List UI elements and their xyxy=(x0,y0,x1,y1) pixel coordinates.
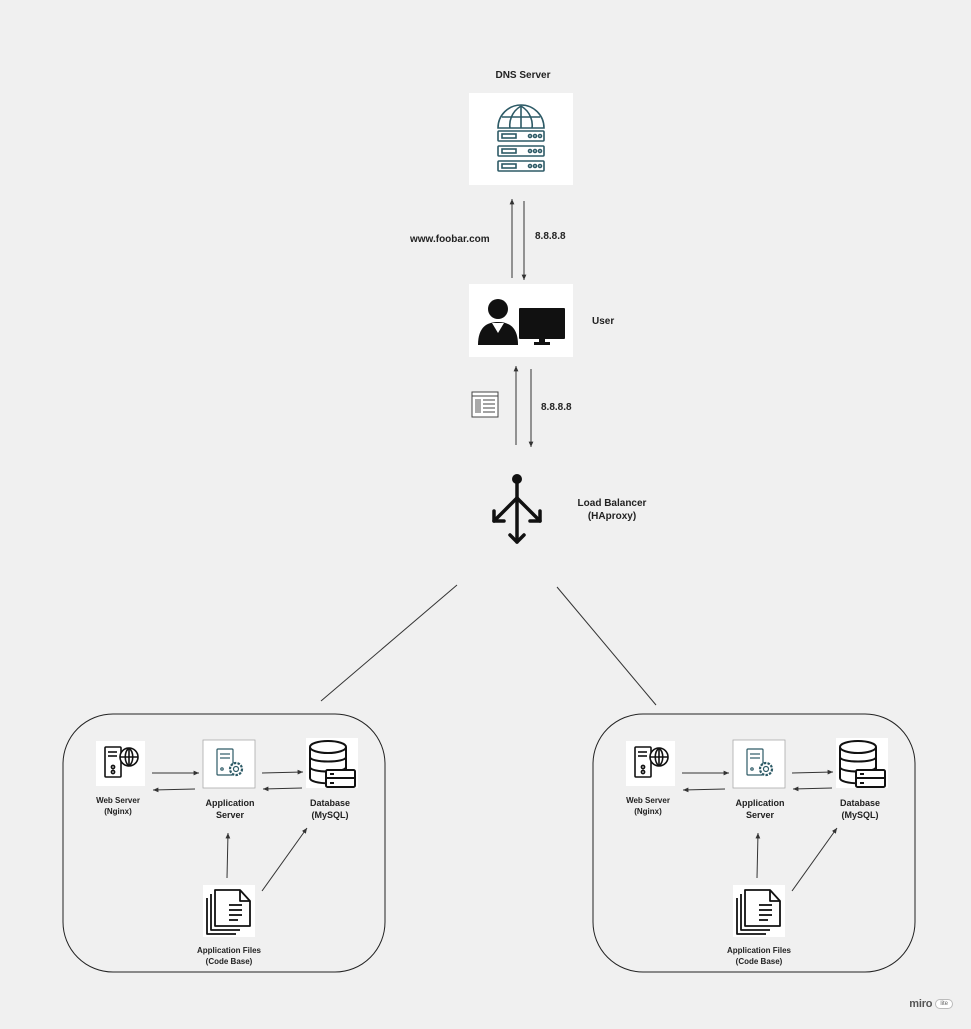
dns-server-icon xyxy=(497,104,545,172)
database-label: Database (MySQL) xyxy=(840,797,880,821)
code-files-icon xyxy=(736,889,781,935)
web-server-software: (Nginx) xyxy=(104,807,132,816)
app-server-line2: Server xyxy=(215,810,245,820)
app-server-line2: Server xyxy=(745,810,775,820)
load-balancer-label: Load Balancer (HAproxy) xyxy=(578,497,647,523)
plan-badge: lite xyxy=(935,999,953,1009)
load-balancer-name: Load Balancer xyxy=(577,498,647,509)
user-computer-icon xyxy=(478,299,565,345)
web-server-name: Web Server xyxy=(96,796,140,805)
lb-ip-label: 8.8.8.8 xyxy=(541,402,572,413)
database-icon xyxy=(309,740,356,788)
arrow-files-to-app xyxy=(225,832,231,879)
web-server-label: Web Server (Nginx) xyxy=(626,795,670,817)
app-files-label: Application Files (Code Base) xyxy=(727,945,791,967)
arrow-app-to-db xyxy=(791,769,834,775)
app-files-name: Application Files xyxy=(726,946,792,955)
arrow-app-to-web xyxy=(152,787,196,793)
app-server-label: Application Server xyxy=(736,797,785,821)
arrow-files-to-db xyxy=(791,827,838,892)
link-lb-to-cluster-1 xyxy=(320,584,458,702)
server-cluster-2 xyxy=(592,713,916,973)
dns-response-ip-label: 8.8.8.8 xyxy=(535,231,566,242)
web-server-software: (Nginx) xyxy=(634,807,662,816)
app-files-name: Application Files xyxy=(196,946,262,955)
app-server-line1: Application xyxy=(205,798,255,808)
database-software: (MySQL) xyxy=(311,810,349,820)
cluster-2-contents xyxy=(626,738,888,937)
database-name: Database xyxy=(839,798,881,808)
arrow-app-to-db xyxy=(261,769,304,775)
web-server-icon xyxy=(634,746,669,778)
database-icon xyxy=(839,740,886,788)
arrow-files-to-db xyxy=(261,827,308,892)
database-software: (MySQL) xyxy=(841,810,879,820)
request-domain-label: www.foobar.com xyxy=(410,234,490,245)
user-label: User xyxy=(592,316,615,327)
web-server-name: Web Server xyxy=(626,796,670,805)
cluster-1-contents xyxy=(96,738,358,937)
app-server-icon xyxy=(216,748,244,777)
arrow-db-to-app xyxy=(792,786,833,792)
code-files-icon xyxy=(206,889,251,935)
web-server-label: Web Server (Nginx) xyxy=(96,795,140,817)
dns-server-label: DNS Server xyxy=(495,70,551,81)
arrow-db-to-app xyxy=(262,786,303,792)
miro-logo-text: miro xyxy=(909,998,933,1010)
server-cluster-1 xyxy=(62,713,386,973)
web-page-icon xyxy=(471,391,499,418)
miro-branding[interactable]: miro lite xyxy=(909,998,953,1010)
app-files-label: Application Files (Code Base) xyxy=(197,945,261,967)
database-label: Database (MySQL) xyxy=(310,797,350,821)
database-name: Database xyxy=(309,798,351,808)
app-files-desc: (Code Base) xyxy=(205,957,253,966)
app-files-desc: (Code Base) xyxy=(735,957,783,966)
web-server-icon xyxy=(104,746,139,778)
load-balancer-software: (HAproxy) xyxy=(587,511,637,522)
arrow-app-to-web xyxy=(682,787,726,793)
load-balancer-icon[interactable] xyxy=(492,474,542,544)
app-server-label: Application Server xyxy=(206,797,255,821)
app-server-icon xyxy=(746,748,774,777)
link-lb-to-cluster-2 xyxy=(556,586,657,706)
arrow-files-to-app xyxy=(755,832,761,879)
app-server-line1: Application xyxy=(735,798,785,808)
